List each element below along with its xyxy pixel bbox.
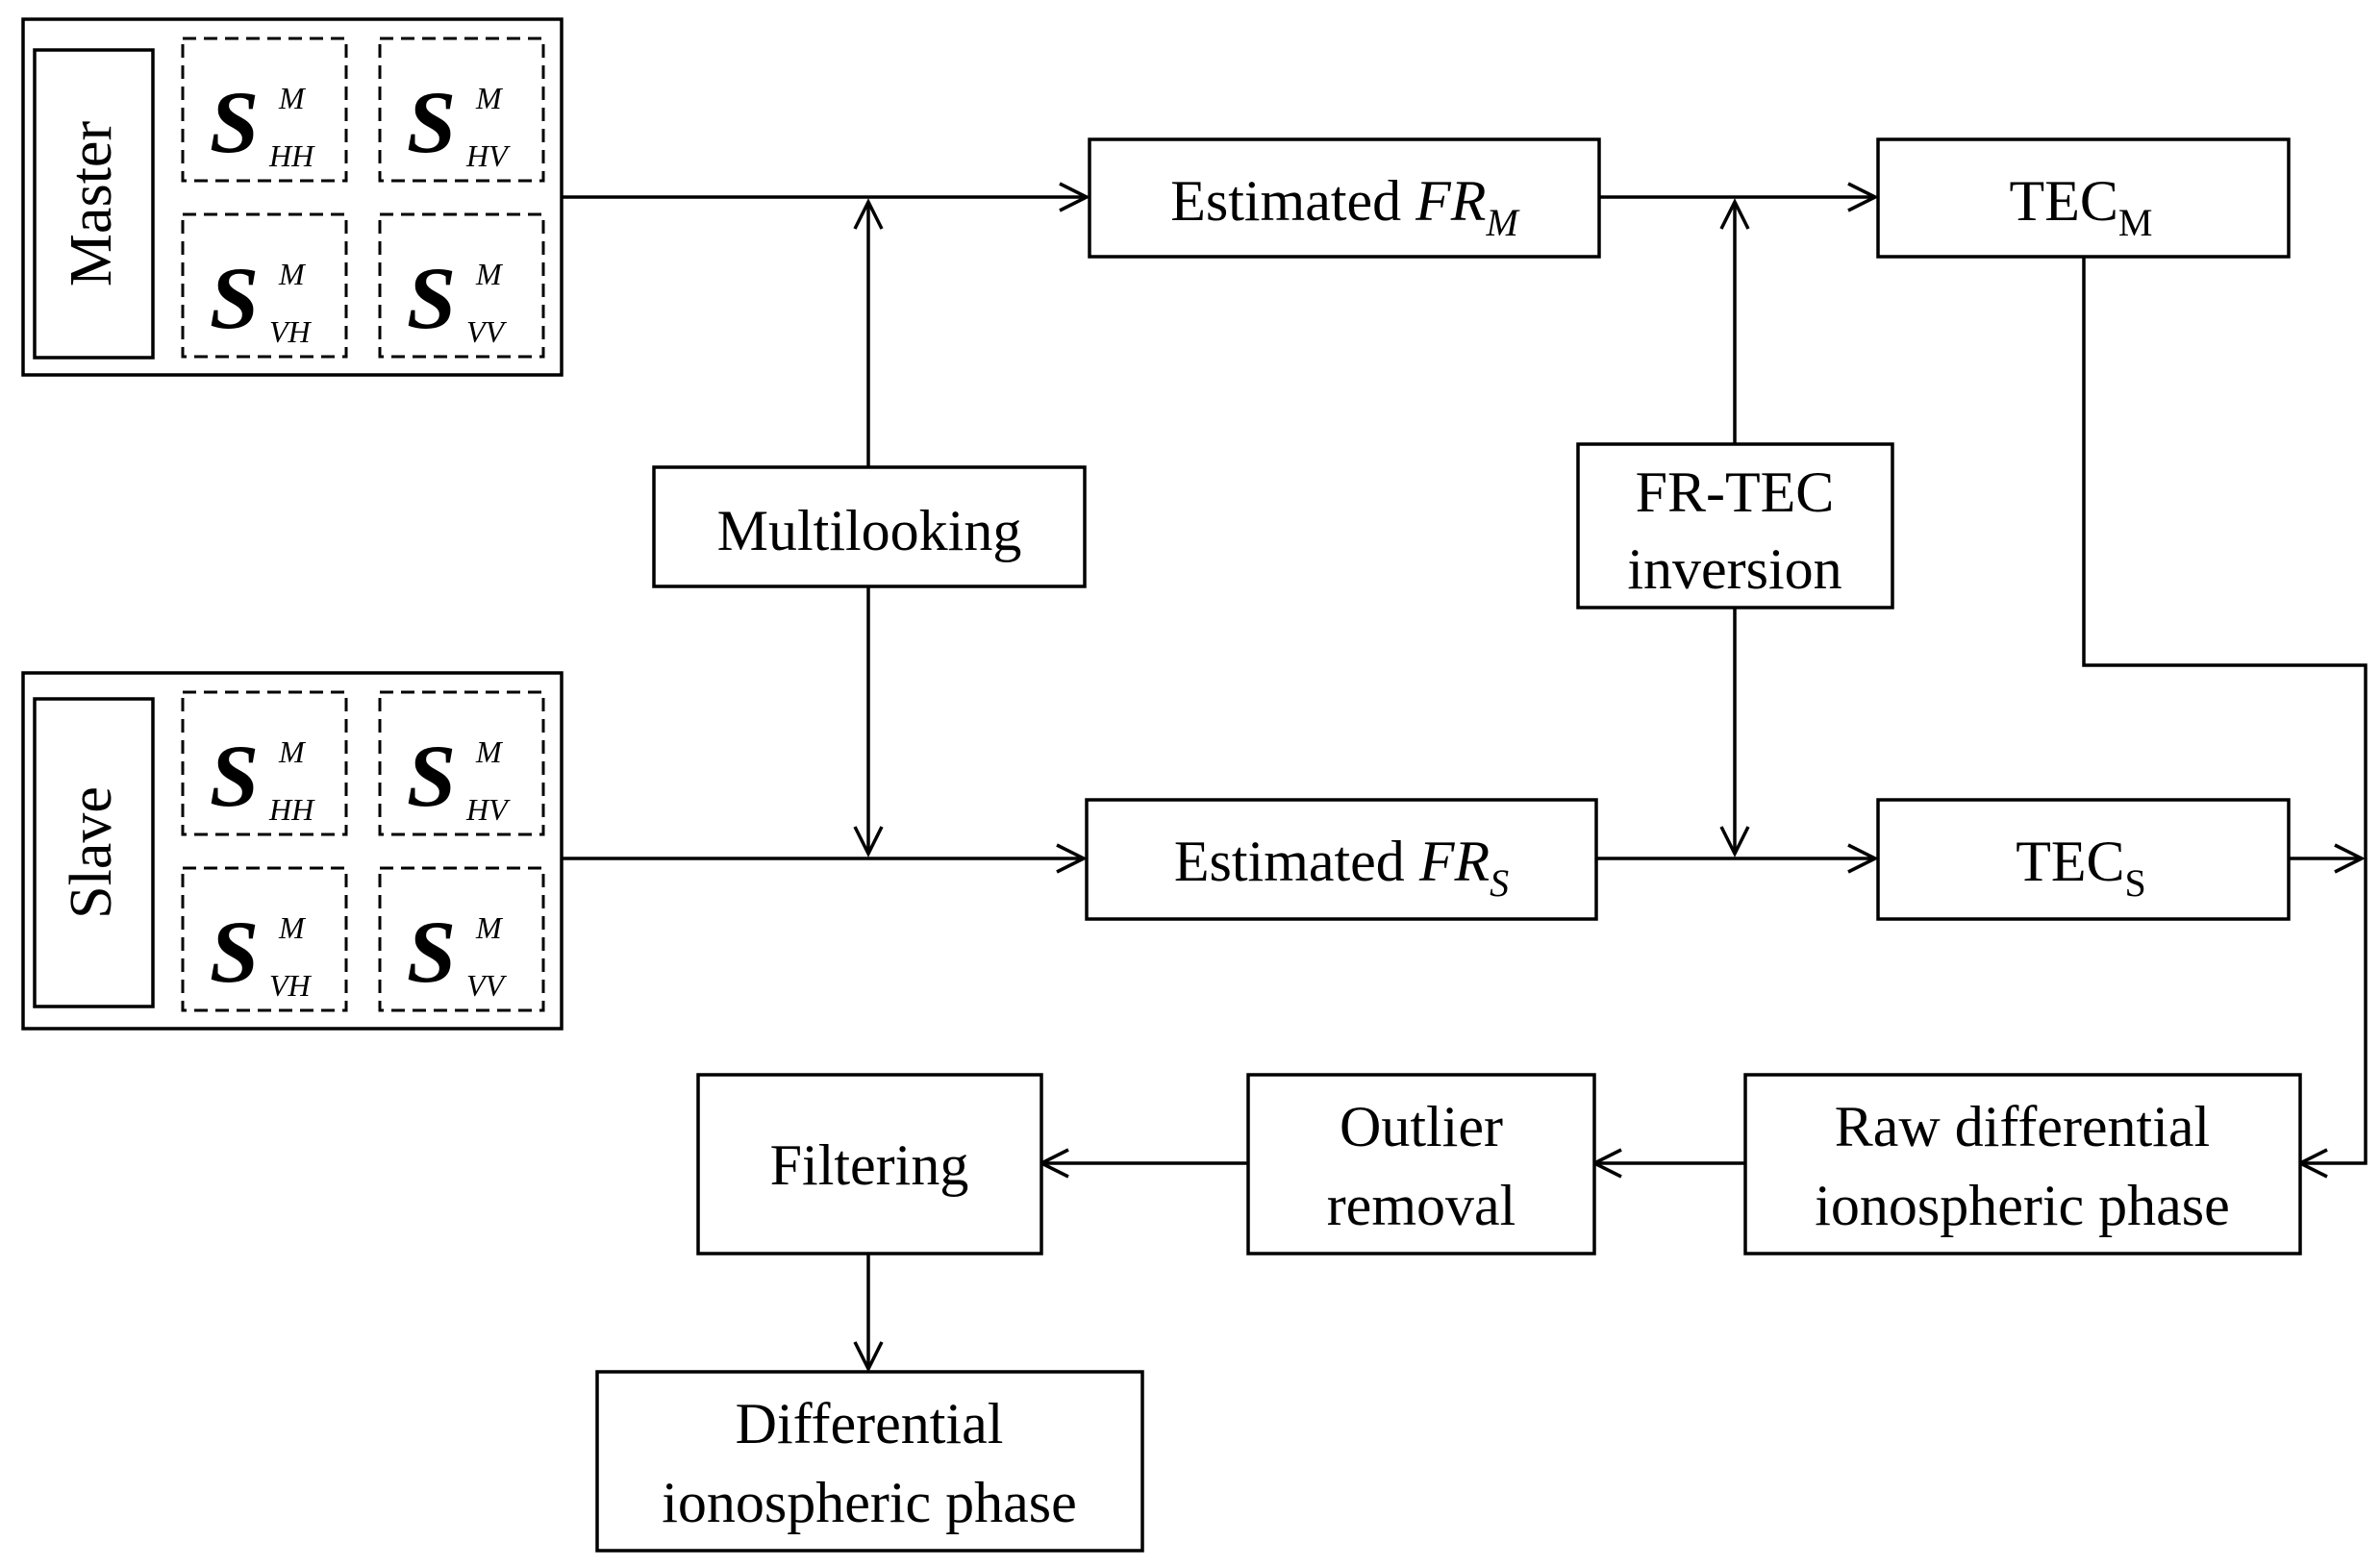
- svg-text:S: S: [210, 903, 259, 1001]
- tec-s-box: TECS: [1876, 798, 2291, 921]
- svg-text:M: M: [475, 81, 504, 115]
- svg-text:M: M: [475, 257, 504, 291]
- estimated-fr-s-box: Estimated FRS: [1085, 798, 1598, 921]
- tec-m-label: TECM: [2010, 169, 2153, 244]
- svg-text:S: S: [407, 903, 456, 1001]
- svg-text:M: M: [278, 910, 307, 945]
- estimated-fr-m-box: Estimated FRM: [1088, 137, 1601, 259]
- svg-text:VH: VH: [269, 314, 313, 349]
- svg-text:M: M: [278, 81, 307, 115]
- svg-text:S: S: [210, 73, 259, 171]
- estimated-fr-m-label: Estimated FRM: [1170, 169, 1520, 244]
- svg-text:S: S: [407, 727, 456, 825]
- multilooking-box: Multilooking: [652, 465, 1087, 588]
- svg-text:VV: VV: [466, 314, 508, 349]
- svg-text:HH: HH: [268, 792, 315, 827]
- differential-phase-line2: ionospheric phase: [662, 1471, 1077, 1534]
- raw-differential-line2: ionospheric phase: [1815, 1174, 2230, 1237]
- estimated-fr-s-label: Estimated FRS: [1174, 830, 1509, 905]
- svg-text:HH: HH: [268, 138, 315, 173]
- outlier-removal-line1: Outlier: [1340, 1095, 1503, 1158]
- slave-cell-hv: S M HV: [407, 727, 511, 827]
- fr-tec-inversion-line1: FR-TEC: [1636, 460, 1835, 524]
- outlier-removal-line2: removal: [1327, 1174, 1516, 1237]
- slave-label: Slave: [59, 786, 124, 919]
- svg-text:S: S: [407, 249, 456, 347]
- master-cell-vh: S M VH: [210, 249, 313, 349]
- master-cell-hv: S M HV: [407, 73, 511, 173]
- differential-phase-box: Differential ionospheric phase: [595, 1370, 1144, 1553]
- svg-text:S: S: [407, 73, 456, 171]
- connectors: [562, 182, 2367, 1373]
- raw-differential-line1: Raw differential: [1835, 1095, 2210, 1158]
- raw-differential-box: Raw differential ionospheric phase: [1743, 1073, 2302, 1255]
- svg-text:VH: VH: [269, 968, 313, 1003]
- filtering-box: Filtering: [696, 1073, 1043, 1255]
- multilooking-label: Multilooking: [717, 499, 1022, 562]
- master-label: Master: [59, 121, 124, 287]
- svg-text:M: M: [475, 910, 504, 945]
- fr-tec-inversion-box: FR-TEC inversion: [1576, 442, 1894, 609]
- svg-text:S: S: [210, 727, 259, 825]
- svg-text:M: M: [278, 257, 307, 291]
- svg-text:HV: HV: [465, 138, 511, 173]
- svg-text:HV: HV: [465, 792, 511, 827]
- outlier-removal-box: Outlier removal: [1246, 1073, 1596, 1255]
- svg-text:M: M: [278, 734, 307, 769]
- master-group: Master S M HH S M HV S M VH S M VV: [21, 17, 564, 377]
- master-cell-hh: S M HH: [210, 73, 315, 173]
- svg-text:S: S: [210, 249, 259, 347]
- master-cell-vv: S M VV: [407, 249, 508, 349]
- slave-cell-vh: S M VH: [210, 903, 313, 1003]
- tec-m-box: TECM: [1876, 137, 2291, 259]
- differential-phase-line1: Differential: [736, 1392, 1004, 1455]
- slave-group: Slave S M HH S M HV S M VH S M VV: [21, 671, 564, 1031]
- fr-tec-inversion-line2: inversion: [1627, 537, 1841, 601]
- svg-text:M: M: [475, 734, 504, 769]
- tec-s-label: TECS: [2016, 830, 2146, 905]
- filtering-label: Filtering: [770, 1133, 969, 1197]
- svg-text:VV: VV: [466, 968, 508, 1003]
- slave-cell-vv: S M VV: [407, 903, 508, 1003]
- slave-cell-hh: S M HH: [210, 727, 315, 827]
